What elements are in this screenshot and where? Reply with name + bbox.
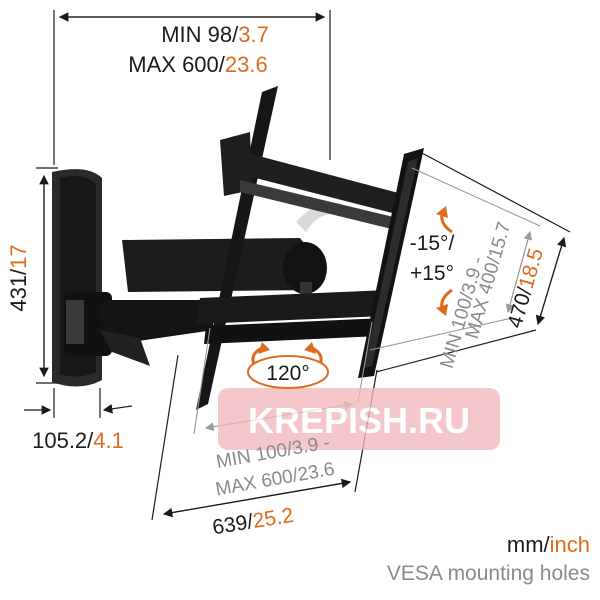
width-dimension-label: 639/25.2	[211, 504, 295, 540]
height-dimension-label: 431/17	[6, 244, 31, 311]
tilt-plus-label: +15°	[410, 262, 454, 285]
watermark-text: KREPISH.RU	[248, 400, 470, 441]
swivel-badge: 120°	[247, 355, 329, 389]
wall-depth-label: 105.2/4.1	[32, 428, 124, 453]
top-dimension-min: MIN 98/3.7	[161, 22, 269, 47]
vesa-caption: VESA mounting holes	[387, 562, 590, 585]
plate-height-label: 470/18.5	[503, 246, 548, 331]
tilt-minus-label: -15°/	[410, 232, 455, 255]
units-legend: mm/inch	[507, 532, 590, 557]
watermark: KREPISH.RU	[218, 388, 500, 450]
mount-illustration	[52, 86, 424, 410]
swivel-angle-label: 120°	[266, 362, 309, 385]
dimension-lines	[24, 10, 571, 521]
top-dimension-max: MAX 600/23.6	[128, 52, 267, 77]
tilt-arrows-icon	[436, 206, 453, 316]
